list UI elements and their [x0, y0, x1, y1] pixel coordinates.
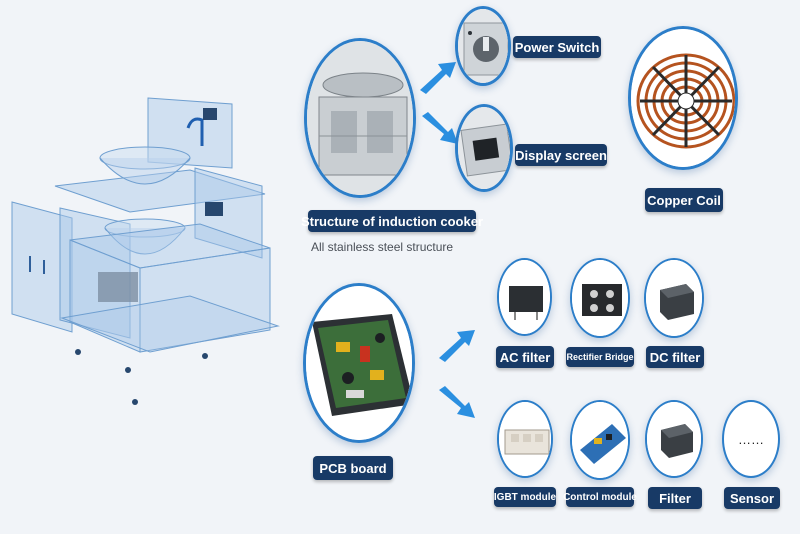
structure-sublabel: All stainless steel structure — [311, 240, 454, 254]
control-module-label: Control module — [563, 487, 637, 507]
sensor-label: Sensor — [724, 487, 780, 509]
dc-filter-label: DC filter — [646, 346, 704, 368]
igbt-module-label: IGBT module — [494, 487, 556, 507]
dc-filter-icon — [646, 260, 702, 336]
cooker-structure-icon — [307, 41, 413, 195]
display-screen-circle — [455, 104, 513, 192]
control-module-circle — [570, 400, 630, 480]
dc-filter-circle — [644, 258, 704, 338]
copper-coil-icon — [631, 29, 735, 167]
exploded-cooker-icon — [11, 97, 280, 405]
power-switch-label: Power Switch — [513, 36, 601, 58]
ac-filter-circle — [497, 258, 552, 336]
structure-label: Structure of induction cooker — [301, 210, 483, 232]
power-switch-circle — [455, 6, 511, 86]
structure-circle — [304, 38, 416, 198]
display-screen-icon — [458, 107, 510, 189]
control-module-icon — [572, 402, 628, 478]
rectifier-bridge-icon — [572, 260, 628, 336]
filter-label: Filter — [648, 487, 702, 509]
rectifier-bridge-label: Rectifier Bridge — [566, 347, 634, 367]
sensor-circle: …… — [722, 400, 780, 478]
igbt-module-icon — [499, 402, 551, 476]
copper-coil-circle — [628, 26, 738, 170]
igbt-module-circle — [497, 400, 553, 478]
rectifier-bridge-circle — [570, 258, 630, 338]
pcb-board-circle — [303, 283, 415, 443]
arrow-icon — [439, 330, 475, 362]
ac-filter-label: AC filter — [496, 346, 554, 368]
pcb-board-icon — [306, 286, 412, 440]
arrow-icon — [439, 386, 475, 418]
filter-icon — [647, 402, 701, 476]
arrow-icon — [422, 112, 458, 144]
pcb-board-label: PCB board — [313, 456, 393, 480]
sensor-placeholder: …… — [738, 431, 764, 447]
filter-circle — [645, 400, 703, 478]
power-switch-icon — [458, 9, 508, 83]
display-screen-label: Display screen — [515, 144, 607, 166]
copper-coil-label: Copper Coil — [645, 188, 723, 212]
ac-filter-icon — [499, 260, 550, 334]
arrow-icon — [420, 62, 456, 94]
